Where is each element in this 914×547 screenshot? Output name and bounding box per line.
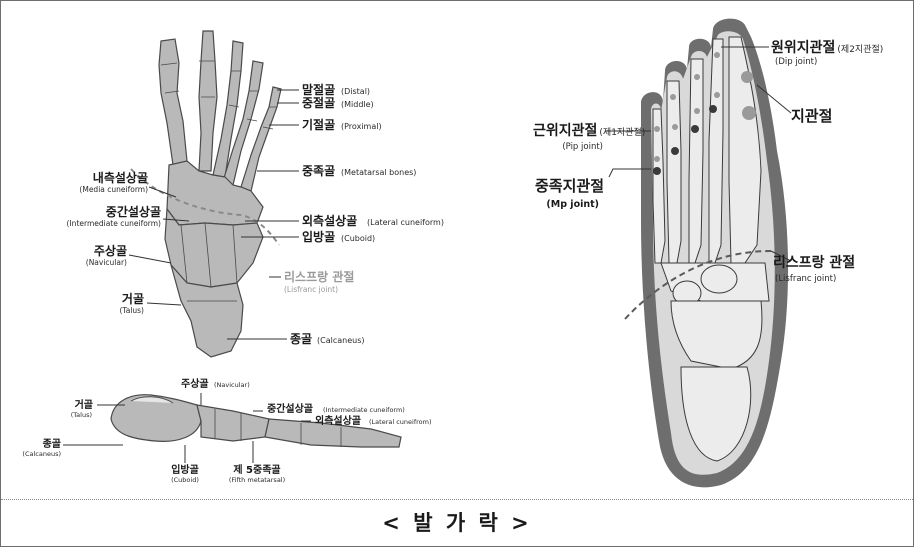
mp-en: (Mp joint): [546, 199, 599, 210]
label-distal-en: (Distal): [341, 87, 370, 96]
label-talus-kr: 거골: [122, 291, 144, 306]
side-midfoot: [197, 405, 269, 441]
side-calcaneus-kr: 종골: [43, 438, 61, 450]
side-fifth-meta-en: (Fifth metatarsal): [229, 476, 285, 484]
label-middle-kr: 중절골: [302, 96, 335, 110]
label-metatarsal-kr: 중족골: [302, 164, 335, 178]
label-calcaneus-en: (Calcaneus): [317, 336, 364, 345]
label-cuboid-kr: 입방골: [302, 229, 335, 244]
toe-joint-kr: 지관절: [791, 107, 832, 125]
illustration-stage: 말절골 (Distal) 중절골 (Middle) 기절골 (Proximal)…: [1, 1, 913, 499]
top-view-foot: [159, 31, 281, 357]
dip-en: (Dip joint): [775, 57, 817, 67]
side-inter-cun-en: (Intermediate cuneiform): [323, 406, 405, 414]
side-navicular-kr: 주상골: [181, 377, 209, 390]
label-lateral-cun-kr: 외측설상골: [302, 213, 357, 228]
side-talus-kr: 거골: [75, 398, 93, 411]
label-inter-cun-kr: 중간설상골: [106, 204, 161, 219]
second-toe-bones: [199, 31, 217, 171]
side-fifth-meta-kr: 제 5중족골: [233, 463, 280, 476]
dip-sub: (제2지관절): [837, 43, 883, 55]
label-calcaneus-kr: 종골: [290, 332, 312, 346]
side-cuboid-en: (Cuboid): [171, 476, 199, 484]
side-lateral-cun-en: (Lateral cuneifrom): [369, 418, 432, 426]
figure-caption: < 발 가 락 >: [1, 507, 913, 537]
label-lateral-cun-en: (Lateral cuneiform): [367, 218, 444, 227]
label-proximal-kr: 기절골: [302, 117, 335, 132]
side-lateral-cun-kr: 외측설상골: [315, 414, 361, 427]
label-middle-en: (Middle): [341, 100, 374, 109]
label-inter-cun-en: (Intermediate cuneiform): [67, 219, 162, 228]
pip-en: (Pip joint): [562, 142, 603, 152]
lisfranc-right-en: (Lisfranc joint): [775, 274, 836, 284]
dip-kr: 원위지관절: [771, 39, 835, 56]
label-cuboid-en: (Cuboid): [341, 234, 375, 243]
lisfranc-right-kr: 리스프랑 관절: [773, 254, 855, 271]
side-navicular-en: (Navicular): [214, 381, 250, 389]
label-lisfranc-top-en: (Lisfranc joint): [284, 285, 338, 294]
label-distal-kr: 말절골: [302, 83, 335, 97]
label-lisfranc-top-kr: 리스프랑 관절: [284, 269, 354, 284]
label-navicular-kr: 주상골: [94, 243, 127, 258]
label-medial-cun-kr: 내측설상골: [93, 170, 148, 185]
caption-separator: [1, 499, 913, 500]
label-talus-en: (Talus): [119, 306, 144, 315]
side-inter-cun-kr: 중간설상골: [267, 402, 313, 415]
foot-diagram: 말절골 (Distal) 중절골 (Middle) 기절골 (Proximal)…: [1, 1, 913, 499]
label-medial-cun-en: (Media cuneiform): [79, 185, 148, 194]
schematic-foot: [641, 19, 788, 488]
pip-kr: 근위지관절: [533, 122, 597, 139]
label-proximal-en: (Proximal): [341, 122, 382, 131]
label-metatarsal-en: (Metatarsal bones): [341, 168, 416, 177]
side-cuboid-kr: 입방골: [171, 463, 199, 476]
side-calcaneus-en: (Calcaneus): [22, 450, 61, 458]
side-talus-en: (Talus): [71, 411, 92, 419]
mp-kr: 중족지관절: [535, 177, 604, 195]
label-navicular-en: (Navicular): [86, 258, 127, 267]
big-toe-bones: [159, 39, 187, 165]
pip-sub: (제1지관절): [599, 126, 645, 138]
